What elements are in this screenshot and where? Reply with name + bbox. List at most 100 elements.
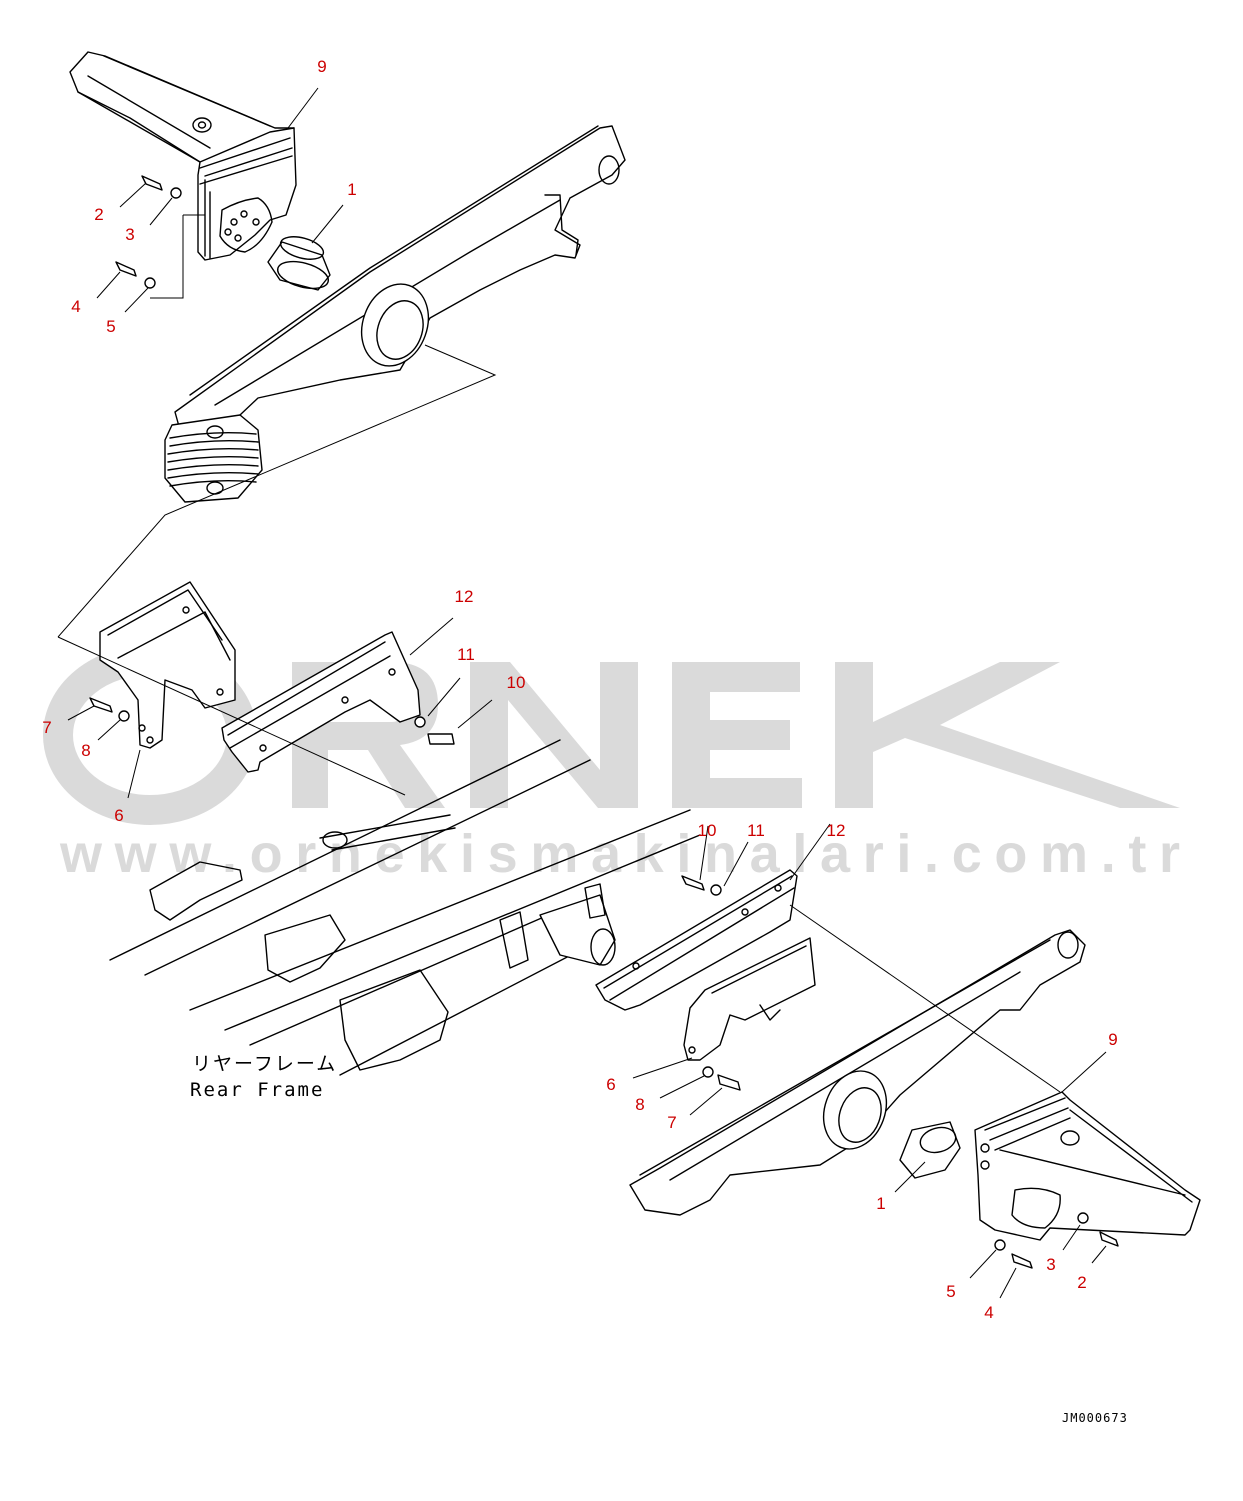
rear-frame xyxy=(109,739,701,1076)
center-plate-hole-b xyxy=(741,908,749,916)
frame-pivot-face xyxy=(590,928,616,966)
callout-top-3: 3 xyxy=(125,225,134,244)
left-bracket-inner-edge xyxy=(117,611,231,661)
top-arm-lug xyxy=(544,194,579,256)
callout-left-6: 6 xyxy=(114,806,123,825)
callout-bottom-1: 1 xyxy=(876,1194,885,1213)
top-washer-3 xyxy=(170,187,182,199)
top-bracket-edge xyxy=(77,91,295,163)
callout-bottom-3: 3 xyxy=(1046,1255,1055,1274)
top-air-spring xyxy=(164,414,263,503)
left-guide-line xyxy=(57,636,406,796)
frame-tube-end xyxy=(322,831,348,849)
bottom-pivot-hole xyxy=(838,1087,882,1143)
bottom-bracket-rib xyxy=(999,1109,1193,1203)
bottom-bracket-9 xyxy=(974,1091,1201,1241)
callout-top-4: 4 xyxy=(71,297,80,316)
bottom-bolt-4 xyxy=(1011,1253,1033,1269)
callout-left-8: 8 xyxy=(81,741,90,760)
left-bolt-7 xyxy=(89,697,113,713)
top-bracket-leader xyxy=(150,214,205,299)
left-bracket-hole-a xyxy=(138,724,146,732)
center-guide-line xyxy=(789,904,1061,1093)
frame-label-en: Rear Frame xyxy=(190,1079,324,1101)
left-plate-hole-c xyxy=(388,668,396,676)
top-bolt-hole-d xyxy=(224,228,232,236)
top-bushing-1 xyxy=(267,241,331,291)
center-plate-12 xyxy=(595,869,798,1011)
center-washer-11 xyxy=(710,884,722,896)
left-bolt-10 xyxy=(427,733,455,745)
center-bracket-6 xyxy=(683,937,816,1061)
callout-left-7: 7 xyxy=(42,718,51,737)
top-bracket-flange xyxy=(199,137,293,185)
callout-top-9: 9 xyxy=(317,57,326,76)
center-plate-hole-c xyxy=(774,884,782,892)
frame-mount-lug xyxy=(499,911,529,969)
watermark-n-letter xyxy=(470,662,638,808)
callout-top-5: 5 xyxy=(106,317,115,336)
left-plate-edge xyxy=(227,641,391,749)
top-pivot-boss xyxy=(360,283,430,367)
drawing-code: JM000673 xyxy=(1062,1411,1128,1425)
callout-left-10: 10 xyxy=(507,673,526,692)
left-washer-11 xyxy=(414,716,426,728)
top-bracket-side xyxy=(204,179,211,259)
left-bracket-hole-d xyxy=(182,606,190,614)
left-washer-8 xyxy=(118,710,130,722)
callout-bottom-4: 4 xyxy=(984,1303,993,1322)
callout-top-1: 1 xyxy=(347,180,356,199)
center-assembly xyxy=(595,869,1061,1093)
bottom-bolt-2 xyxy=(1099,1231,1119,1247)
top-bracket-plate xyxy=(219,197,273,253)
callout-center-7: 7 xyxy=(667,1113,676,1132)
top-bolt-hole-e xyxy=(252,218,260,226)
frame-mid-rail xyxy=(189,809,701,1031)
center-bracket-edge xyxy=(711,945,807,1021)
bottom-bracket-plate xyxy=(1011,1187,1061,1229)
bottom-rear-arm xyxy=(629,929,1086,1216)
center-plate-hole-a xyxy=(632,962,640,970)
bottom-bracket-bolt-a xyxy=(980,1143,990,1153)
callout-center-12: 12 xyxy=(827,821,846,840)
top-assembly xyxy=(57,51,626,638)
callout-top-2: 2 xyxy=(94,205,103,224)
watermark-url: www.ornekismakinalari.com.tr xyxy=(59,824,1180,884)
top-bushing-rim xyxy=(279,236,325,260)
bottom-pivot-boss xyxy=(822,1070,888,1150)
center-bolt-10 xyxy=(681,875,705,891)
top-guide-line xyxy=(57,344,497,638)
left-bracket-hole-b xyxy=(146,736,154,744)
frame-crossmember-b xyxy=(264,914,346,983)
top-washer-5 xyxy=(144,277,156,289)
callout-left-12: 12 xyxy=(455,587,474,606)
frame-pivot-lug xyxy=(584,883,606,919)
top-arm-mid-edge xyxy=(214,199,561,406)
left-assembly xyxy=(57,581,455,796)
leader-lines xyxy=(67,87,1107,1299)
top-bolt-2 xyxy=(141,175,163,191)
top-bolt-hole-b xyxy=(240,210,248,218)
top-pivot-hole xyxy=(376,300,424,360)
callout-left-11: 11 xyxy=(457,645,475,664)
top-bracket-hole xyxy=(192,117,212,133)
bottom-arm-end-eye xyxy=(1057,931,1079,959)
bottom-washer-5 xyxy=(994,1239,1006,1251)
callout-center-10: 10 xyxy=(698,821,717,840)
callout-center-8: 8 xyxy=(635,1095,644,1114)
top-bracket-hole-inner xyxy=(197,121,207,129)
callout-bottom-9: 9 xyxy=(1108,1030,1117,1049)
top-arm-top-edge xyxy=(189,125,599,396)
center-washer-8 xyxy=(702,1066,714,1078)
top-bolt-hole-a xyxy=(230,218,238,226)
bottom-bushing-1 xyxy=(899,1121,961,1179)
top-bracket-rib xyxy=(87,55,271,149)
bottom-bracket-hole xyxy=(1060,1130,1080,1146)
left-plate-hole-a xyxy=(259,744,267,752)
bottom-bracket-flange xyxy=(984,1097,1071,1151)
watermark-k-letter xyxy=(835,662,1180,808)
bottom-washer-3 xyxy=(1077,1212,1089,1224)
top-rear-arm xyxy=(174,125,626,431)
callout-center-6: 6 xyxy=(606,1075,615,1094)
